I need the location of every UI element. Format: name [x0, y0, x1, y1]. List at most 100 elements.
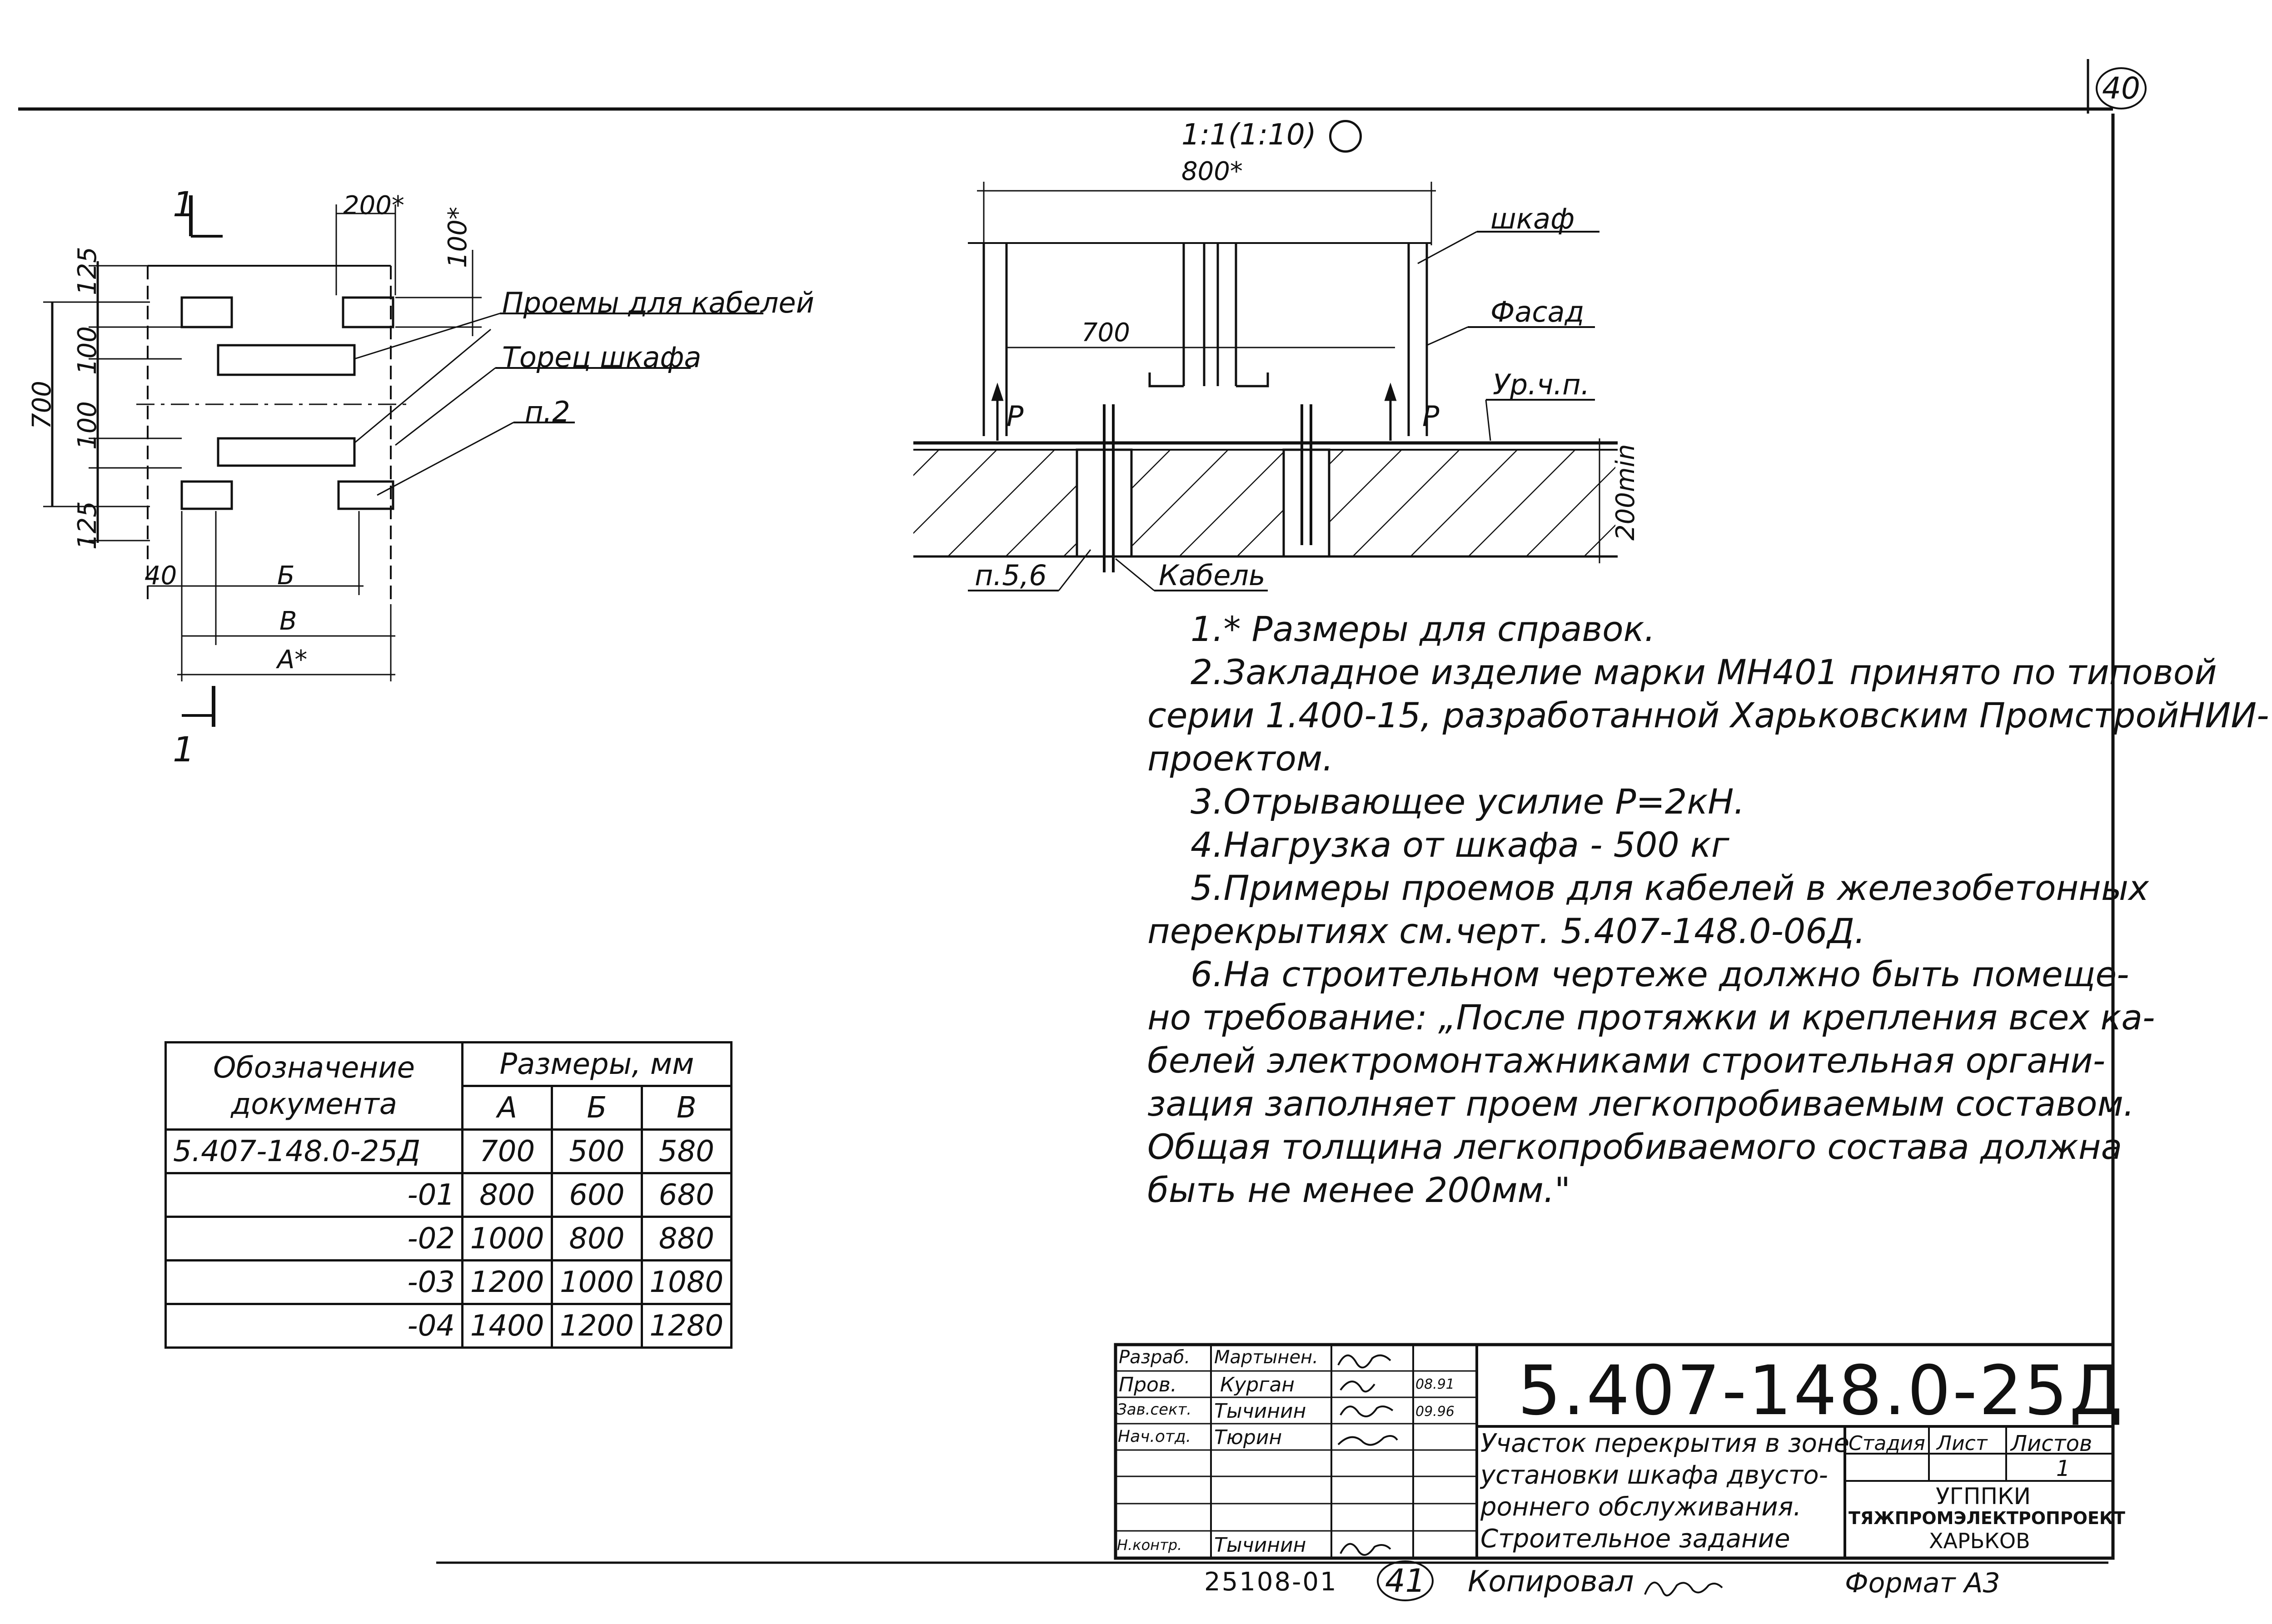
table-cell-doc: -02 [164, 1216, 463, 1261]
table-cell-doc: -01 [164, 1172, 463, 1218]
note-line-4: проектом. [1147, 738, 1334, 779]
note-line-13: Общая толщина легкопробиваемого состава … [1147, 1127, 2123, 1167]
tb-role-1: Разраб. [1119, 1347, 1191, 1368]
footer-inv-number: 25108-01 [1204, 1567, 1338, 1597]
tb-date-2: 08.91 [1415, 1376, 1455, 1392]
footer-bottom-number: 41 [1377, 1560, 1434, 1601]
table-cell-b: 500 [551, 1128, 643, 1174]
table-cell-v: 680 [640, 1172, 733, 1218]
footer-format-label: Формат А3 [1845, 1567, 2000, 1599]
table-header-doc: Обозначение документа [164, 1041, 463, 1131]
table-cell-b: 800 [551, 1216, 643, 1261]
table-cell-b: 1200 [551, 1303, 643, 1349]
table-cell-doc: 5.407-148.0-25Д [164, 1128, 463, 1174]
note-line-10: но требование: „После протяжки и креплен… [1147, 997, 2155, 1038]
force-right: P [1422, 400, 1440, 433]
tb-sheets-label: Листов [2011, 1431, 2093, 1456]
note-line-6: 4.Нагрузка от шкафа - 500 кг [1191, 824, 1729, 865]
tb-name-4: Тюрин [1214, 1426, 1282, 1449]
label-floor-level: Ур.ч.п. [1493, 368, 1590, 401]
tb-role-4: Нач.отд. [1118, 1427, 1191, 1446]
table-row: -03 1200 1000 1080 [164, 1259, 733, 1305]
tb-name-3: Тычинин [1214, 1400, 1306, 1423]
tb-stage-label: Стадия [1848, 1432, 1925, 1455]
table-cell-doc: -04 [164, 1303, 463, 1349]
dim-v: В [279, 606, 297, 636]
note-line-2: 2.Закладное изделие марки МН401 принято … [1191, 652, 2217, 692]
dim-700-section: 700 [1081, 318, 1130, 348]
label-cabinet: шкаф [1490, 202, 1575, 235]
note-line-9: 6.На строительном чертеже должно быть по… [1191, 954, 2129, 994]
doc-number: 5.407-148.0-25Д [1518, 1351, 2125, 1430]
tb-name-2: Курган [1220, 1373, 1295, 1396]
label-cable: Кабель [1159, 559, 1266, 592]
dim-40: 40 [144, 561, 177, 591]
dim-a: А* [277, 645, 308, 675]
table-col-a: А [461, 1085, 553, 1131]
note-line-5: 3.Отрывающее усилие P=2кН. [1191, 781, 1745, 822]
section-scale: 1:1(1:10) [1181, 118, 1362, 153]
note-line-14: быть не менее 200мм." [1147, 1170, 1570, 1210]
tb-org-line-2: ТЯЖПРОМЭЛЕКТРОПРОЕКТ [1848, 1508, 2125, 1528]
note-line-7: 5.Примеры проемов для кабелей в железобе… [1191, 868, 2149, 908]
dim-b-cyr: Б [277, 561, 295, 591]
tb-role-2: Пров. [1119, 1373, 1177, 1396]
note-line-1: 1.* Размеры для справок. [1191, 609, 1655, 649]
table-cell-a: 800 [461, 1172, 553, 1218]
tb-name-5: Тычинин [1214, 1534, 1306, 1557]
note-line-8: перекрытиях см.черт. 5.407-148.0-06Д. [1147, 911, 1866, 951]
table-cell-v: 1080 [640, 1259, 733, 1305]
table-cell-a: 1400 [461, 1303, 553, 1349]
plan-view [43, 195, 763, 727]
tb-sheet-label: Лист [1937, 1432, 1988, 1455]
tb-title-line-3: роннего обслуживания. [1480, 1492, 1802, 1522]
dim-200-top: 200* [343, 191, 404, 220]
table-cell-a: 1000 [461, 1216, 553, 1261]
section-mark-bottom: 1 [173, 729, 195, 770]
table-cell-b: 1000 [551, 1259, 643, 1305]
callout-item-2: п.2 [525, 395, 570, 428]
table-row: -01 800 600 680 [164, 1172, 733, 1218]
callout-cabinet-end: Торец шкафа [502, 341, 702, 374]
table-cell-v: 880 [640, 1216, 733, 1261]
tb-org-line-3: ХАРЬКОВ [1929, 1529, 2030, 1553]
label-items-5-6: п.5,6 [975, 559, 1047, 592]
tb-role-5: Н.контр. [1117, 1536, 1182, 1554]
tb-title-line-1: Участок перекрытия в зоне [1480, 1429, 1849, 1458]
tb-date-3: 09.96 [1415, 1404, 1455, 1420]
footer-copied-label: Копировал [1468, 1565, 1634, 1599]
tb-sheets-value: 1 [2056, 1456, 2070, 1481]
section-view [913, 182, 1618, 591]
table-cell-v: 580 [640, 1128, 733, 1174]
table-cell-doc: -03 [164, 1259, 463, 1305]
table-row: -04 1400 1200 1280 [164, 1303, 733, 1349]
table-col-v: В [640, 1085, 733, 1131]
dim-800: 800* [1181, 157, 1243, 186]
sheet-corner-number: 40 [2096, 67, 2147, 109]
label-facade: Фасад [1490, 295, 1584, 328]
force-left: P [1006, 400, 1024, 433]
section-mark-top: 1 [173, 184, 195, 224]
callout-openings: Проемы для кабелей [502, 286, 814, 319]
table-row: 5.407-148.0-25Д 700 500 580 [164, 1128, 733, 1174]
section-scale-text: 1:1(1:10) [1181, 118, 1316, 152]
table-cell-b: 600 [551, 1172, 643, 1218]
table-cell-v: 1280 [640, 1303, 733, 1349]
table-col-b: Б [551, 1085, 643, 1131]
note-line-12: зация заполняет проем легкопробиваемым с… [1147, 1083, 2135, 1124]
dimension-table: Обозначение документа Размеры, мм А Б В … [164, 1041, 733, 1349]
copier-signature [1644, 1581, 1723, 1597]
table-cell-a: 1200 [461, 1259, 553, 1305]
tb-title-line-4: Строительное задание [1480, 1524, 1790, 1554]
table-row: -02 1000 800 880 [164, 1216, 733, 1261]
table-cell-a: 700 [461, 1128, 553, 1174]
tb-title-line-2: установки шкафа двусто- [1480, 1460, 1828, 1490]
tb-org-line-1: УГППКИ [1936, 1483, 2031, 1510]
tb-role-3: Зав.сект. [1117, 1401, 1192, 1419]
circle-symbol-icon [1329, 120, 1362, 153]
tb-name-1: Мартынен. [1214, 1347, 1318, 1368]
note-line-11: белей электромонтажниками строительная о… [1147, 1040, 2106, 1081]
